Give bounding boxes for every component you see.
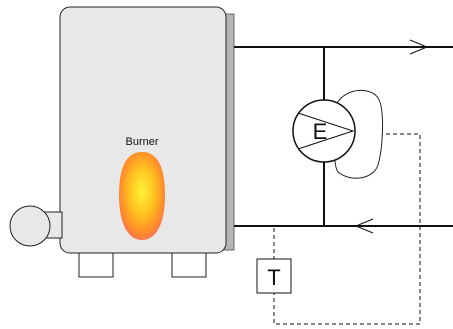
return-flow-arrow-icon [354,218,374,234]
burner-label: Burner [125,136,158,148]
blower-fan [9,205,51,247]
temperature-sensor-box [256,258,292,294]
boiler-body [59,6,227,254]
supply-flow-arrow-icon [409,39,429,55]
sensor-label: T [267,265,280,290]
pump-icon [292,99,356,163]
boiler-foot-right [171,252,207,278]
flame-icon [119,152,165,240]
boiler-foot-left [78,252,114,278]
pump-label: E [313,119,328,144]
pump-direction-icon [297,112,355,150]
